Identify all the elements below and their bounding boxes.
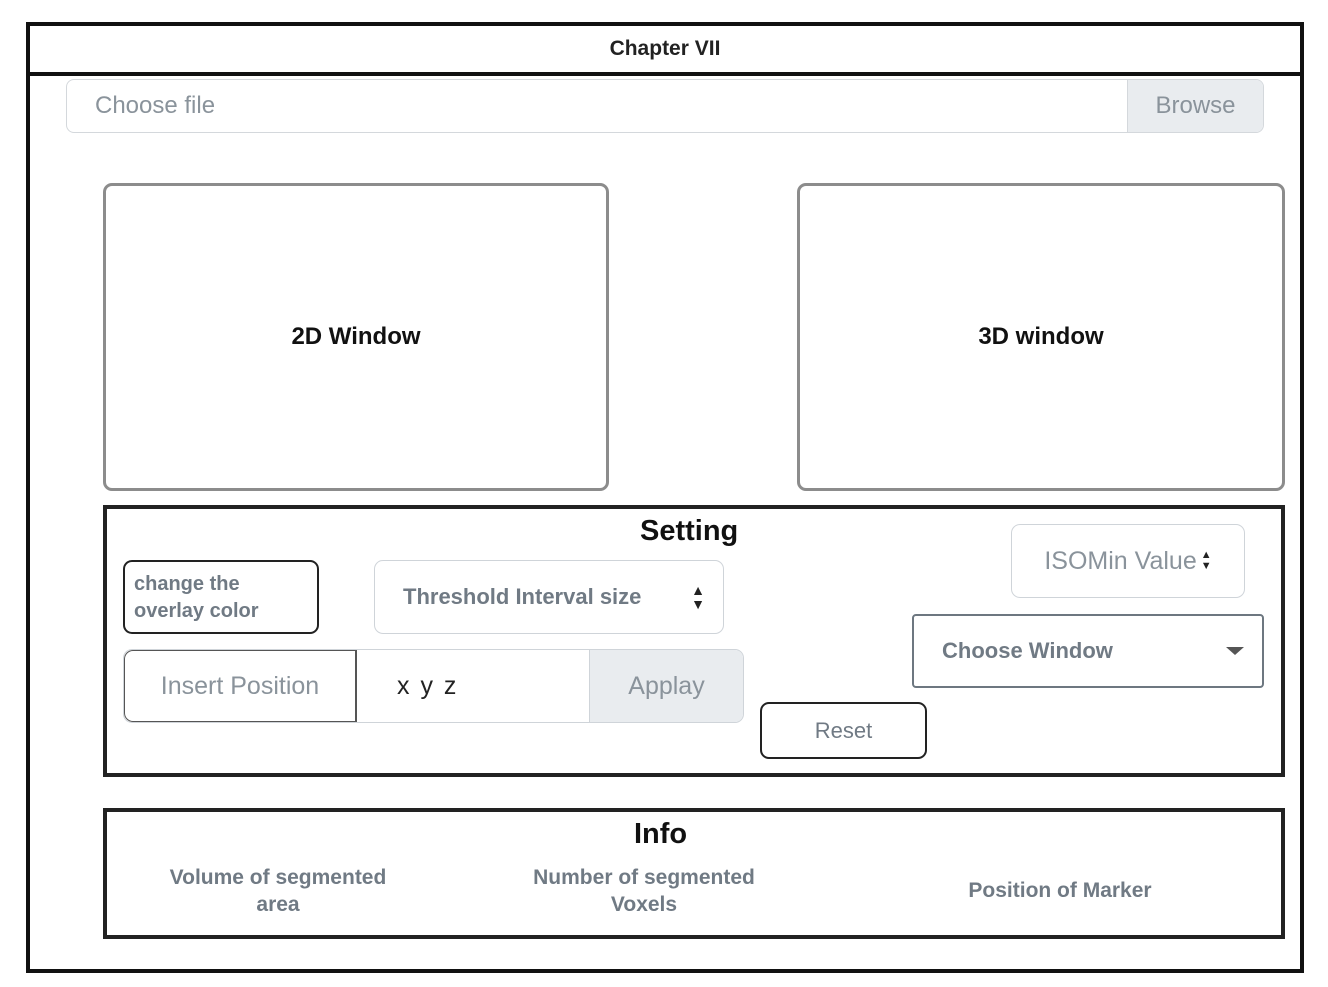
insert-position-label: Insert Position <box>124 650 357 722</box>
page-title: Chapter VII <box>609 37 721 60</box>
apply-button[interactable]: Applay <box>589 650 743 722</box>
settings-title: Setting <box>640 515 739 547</box>
settings-panel <box>103 505 1285 777</box>
title-bar: Chapter VII <box>26 22 1304 76</box>
info-panel <box>103 808 1285 939</box>
choose-window-select[interactable]: Choose Window <box>912 614 1264 688</box>
updown-arrows-icon: ▲▼ <box>691 582 705 612</box>
marker-position-label: Position of Marker <box>968 879 1152 902</box>
reset-button[interactable]: Reset <box>760 702 927 759</box>
voxels-label-line1: Number of segmented <box>533 866 755 889</box>
iso-select-label: ISOMin Value <box>1044 546 1197 575</box>
volume-label-line2: area <box>256 893 300 916</box>
window-2d-panel[interactable]: 2D Window <box>103 183 609 491</box>
position-input-group: Insert Position x y z Applay <box>123 649 744 723</box>
file-picker[interactable]: Choose file Browse <box>66 79 1264 133</box>
volume-segmented-area-label: Volume of segmented area <box>140 864 416 918</box>
info-title: Info <box>634 818 688 850</box>
window-3d-panel[interactable]: 3D window <box>797 183 1285 491</box>
overlay-color-button[interactable]: change the overlay color <box>123 560 319 634</box>
segmented-voxels-label: Number of segmented Voxels <box>505 864 783 918</box>
threshold-select-label: Threshold Interval size <box>403 584 642 609</box>
overlay-button-label-line1: change the <box>134 573 240 595</box>
threshold-interval-select[interactable]: Threshold Interval size ▲▼ <box>374 560 724 634</box>
window-select-label: Choose Window <box>942 638 1113 663</box>
position-input[interactable]: x y z <box>397 671 459 700</box>
voxels-label-line2: Voxels <box>610 893 678 916</box>
iso-min-value-select[interactable]: ISOMin Value ▲▼ <box>1011 524 1245 598</box>
file-input[interactable]: Choose file <box>95 92 216 119</box>
window-3d-label: 3D window <box>978 323 1104 350</box>
caret-down-icon <box>1226 647 1244 655</box>
window-2d-label: 2D Window <box>291 323 421 350</box>
overlay-button-label-line2: overlay color <box>134 600 259 622</box>
updown-arrows-icon: ▲▼ <box>1200 549 1212 572</box>
browse-button[interactable]: Browse <box>1127 80 1263 132</box>
volume-label-line1: Volume of segmented <box>169 866 387 889</box>
